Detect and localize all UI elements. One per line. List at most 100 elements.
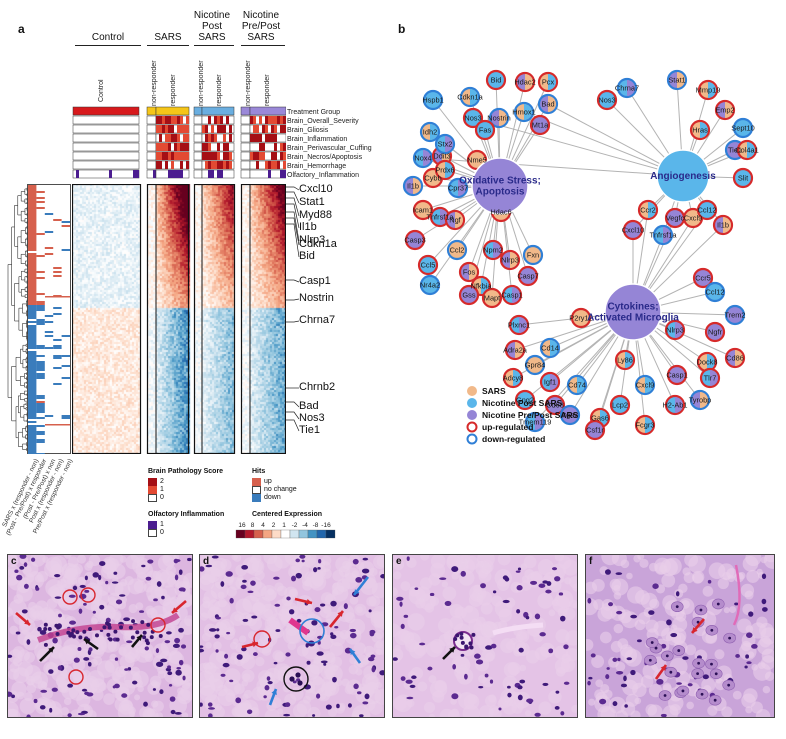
network-hub-label: Cytokines;: [607, 302, 658, 313]
legend-swatch-post: [467, 398, 477, 408]
network-gene-label: Bad: [541, 99, 554, 108]
track-name: Brain_Inflammation: [287, 136, 348, 143]
legend-swatch-prepost: [467, 410, 477, 420]
network-gene-node: [522, 244, 544, 266]
network-gene-node: [609, 394, 631, 416]
network-gene-node: [704, 321, 726, 343]
group-label-nicotine-prepost: Nicotine Pre/Post SARS: [241, 10, 281, 43]
network-gene-label: Fxn: [527, 250, 539, 259]
pathology-swatch-0: [148, 494, 157, 502]
group-label-control: Control: [91, 32, 125, 43]
pathology-level: 1: [160, 486, 164, 493]
network-gene-label: Icam1: [413, 205, 433, 214]
network-gene-label: Itgax: [562, 410, 578, 419]
network-gene-label: Trem2: [724, 310, 745, 319]
gene-label-cdkn1a: Cdkn1a: [299, 238, 337, 250]
network-gene-label: Cxcl9: [636, 380, 654, 389]
network-hub-node: [471, 157, 529, 215]
gene-label: Myd88: [299, 209, 333, 221]
annotation-tracks: [72, 106, 286, 179]
network-gene-node: [584, 419, 606, 441]
group-line-control: [75, 45, 141, 46]
pathology-level: 2: [160, 478, 164, 485]
network-gene-label: Ccl12: [698, 205, 717, 214]
pathology-level: 0: [160, 494, 164, 501]
network-gene-label: Ngfr: [708, 327, 723, 336]
network-gene-label: Cd68: [546, 400, 564, 409]
network-gene-label: Adcy8: [503, 373, 524, 382]
gene-label: Il1b: [299, 221, 317, 233]
network-gene-label: Cxcl10: [622, 225, 645, 234]
network-hub-node: [656, 149, 710, 203]
network-gene-label: P2ry12: [569, 313, 592, 322]
gene-label: Bad: [299, 400, 319, 412]
network-gene-label: Casp1: [501, 290, 522, 299]
micrograph-e: e: [392, 554, 578, 718]
network-gene-node: [514, 389, 536, 411]
centered-tick: -8: [313, 522, 319, 529]
network-gene-label: Pcx: [542, 77, 555, 86]
network-gene-label: Gng2: [516, 395, 534, 404]
legend-swatch-sars: [467, 386, 477, 396]
network-gene-node: [732, 167, 754, 189]
network-gene-label: Sept10: [731, 123, 754, 132]
track-name: Brain_Hemorrhage: [287, 163, 347, 170]
group-line-sars: [147, 45, 189, 46]
subgroup-label-sars-responder: responder: [170, 74, 177, 106]
micrograph-f-letter: f: [589, 556, 593, 567]
olfactory-level: 0: [160, 529, 164, 536]
olfactory-swatch-1: [148, 521, 157, 529]
hits-swatch-down: [252, 494, 261, 502]
network-gene-label: Hspb1: [422, 95, 443, 104]
network-gene-label: Fas: [479, 125, 492, 134]
subgroup-label-prepost-nonresponder: non-responder: [245, 60, 252, 106]
gene-label: Nostrin: [299, 292, 334, 304]
network-gene-node: [404, 229, 426, 251]
track-name: Treatment Group: [287, 109, 341, 116]
group-label-nicotine-post: Nicotine Post SARS: [193, 10, 231, 43]
network-gene-label: Gpr84: [525, 360, 546, 369]
heatmap-group-borders: [72, 184, 286, 454]
network-gene-label: Tnfrsf1a: [426, 212, 454, 221]
subgroup-label-control: Control: [98, 79, 105, 102]
network-gene-node: [732, 117, 754, 139]
network-gene-label: Mt1a: [532, 120, 549, 129]
network-gene-node: [485, 69, 507, 91]
network-gene-label: Stat1: [668, 75, 685, 84]
network-gene-label: Adra2a: [503, 345, 528, 354]
centered-tick: 2: [272, 522, 276, 529]
gene-label: Bid: [299, 250, 315, 262]
network-gene-label: Prdx6: [435, 165, 454, 174]
legend-label-post: Nicotine Post SARS: [482, 398, 563, 408]
network-gene-label: Cd14: [541, 343, 559, 352]
gene-label: Nos3: [299, 412, 325, 424]
network-gene-label: Ccl12: [706, 287, 725, 296]
centered-tick: -4: [302, 522, 308, 529]
network-gene-label: Tie1: [728, 145, 742, 154]
network-gene-label: Il1b: [717, 220, 729, 229]
network-hub-label: Activated Microglia: [587, 313, 679, 324]
network-gene-node: [412, 199, 434, 221]
network-gene-label: Gas6: [591, 413, 609, 422]
legend-label-prepost: Nicotine Pre/Post SARS: [482, 410, 579, 420]
centered-tick: -16: [321, 522, 331, 529]
network-gene-node: [474, 119, 496, 141]
hits-swatch-up: [252, 478, 261, 486]
track-name: Brain_Perivascular_Cuffing: [287, 145, 372, 152]
micrograph-d-image: [200, 555, 384, 717]
network-gene-node: [419, 274, 441, 296]
network-gene-label: Chrna7: [615, 83, 639, 92]
legend-label-up: up-regulated: [482, 422, 534, 432]
group-line-nicotine-post: [194, 45, 234, 46]
network-gene-label: Ccl5: [421, 260, 436, 269]
network-gene-label: Mmp19: [696, 85, 721, 94]
network-gene-label: Nlrp3: [501, 255, 519, 264]
network-gene-label: Nostrin: [487, 113, 510, 122]
track-name: Brain_Gliosis: [287, 127, 329, 134]
network-gene-node: [544, 394, 566, 416]
panel-a-letter: a: [18, 22, 25, 36]
network-hub-label: Angiogenesis: [650, 171, 716, 182]
hits-matrix: [27, 184, 71, 454]
network-gene-label: Casp7: [517, 271, 538, 280]
pathology-swatch-1: [148, 486, 157, 494]
